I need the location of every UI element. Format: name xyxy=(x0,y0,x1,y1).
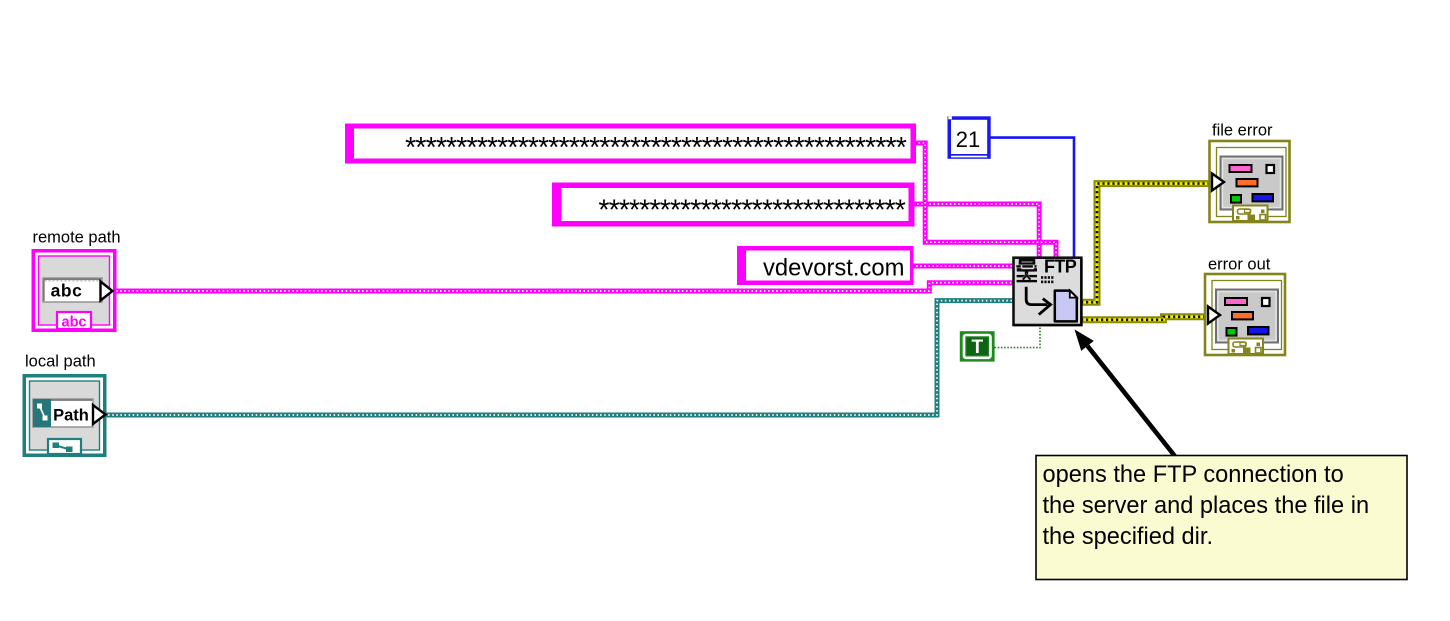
svg-text:opens the FTP connection to: opens the FTP connection to xyxy=(1043,462,1344,488)
svg-text:file error: file error xyxy=(1212,122,1273,140)
svg-text:abc: abc xyxy=(51,281,83,301)
svg-text:******************************: ****************************************… xyxy=(405,132,907,164)
svg-text:T: T xyxy=(971,337,983,358)
svg-text:21: 21 xyxy=(956,127,980,152)
svg-text:the specified dir.: the specified dir. xyxy=(1043,524,1214,550)
svg-text:remote path: remote path xyxy=(33,229,121,247)
svg-text:******************************: ****************************** xyxy=(598,194,905,226)
svg-text:error out: error out xyxy=(1208,256,1271,274)
svg-text:local path: local path xyxy=(25,353,96,371)
svg-text:the server and places the file: the server and places the file in xyxy=(1043,493,1370,519)
svg-text:abc: abc xyxy=(62,315,87,331)
svg-text:vdevorst.com: vdevorst.com xyxy=(763,255,905,282)
svg-text:FTP: FTP xyxy=(1044,257,1077,277)
svg-text:Path: Path xyxy=(53,407,89,425)
